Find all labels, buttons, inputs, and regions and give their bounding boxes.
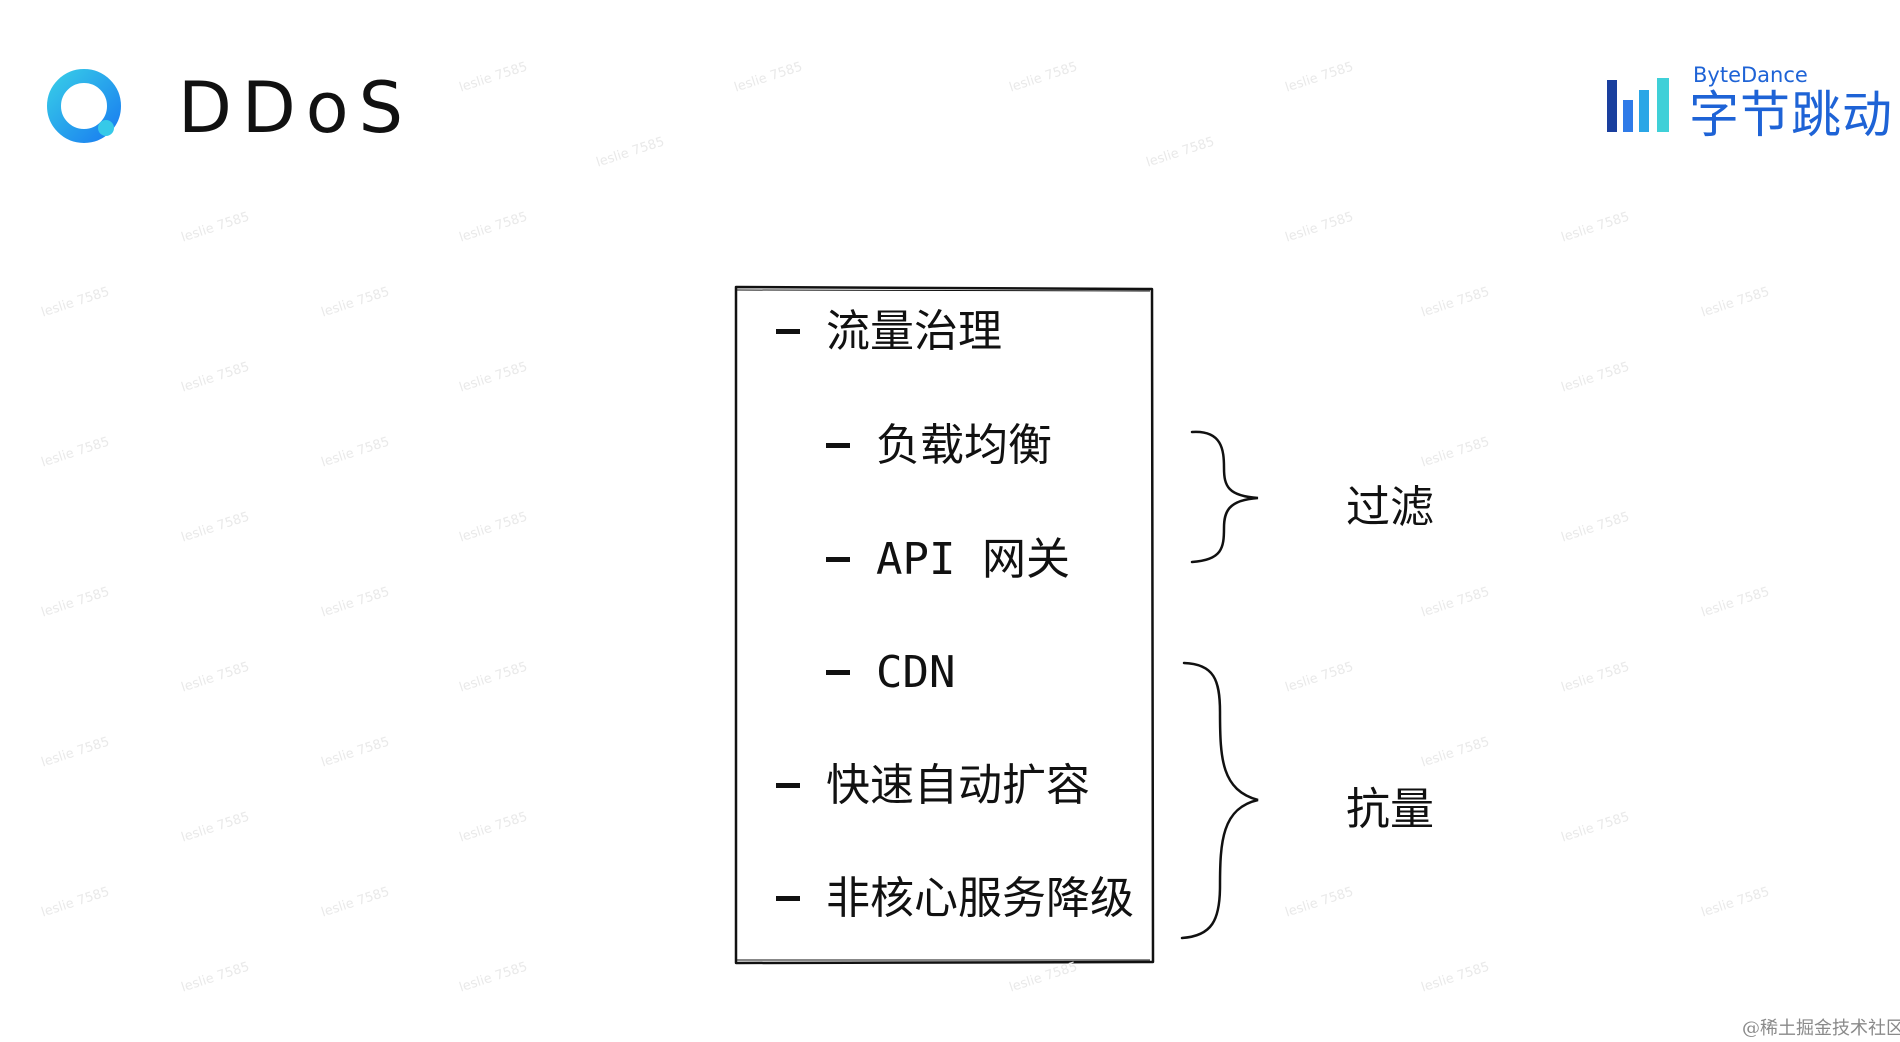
list-item-cdn: CDN <box>826 645 955 701</box>
list-item-degradation: 非核心服务降级 <box>776 871 1134 927</box>
dash-bullet <box>776 328 800 334</box>
brace-capacity <box>1180 661 1259 940</box>
page-title: DDoS <box>178 67 414 149</box>
footer-credit: @稀土掘金技术社区 <box>1742 1018 1900 1039</box>
brand-name-cn: 字节跳动 <box>1689 86 1893 144</box>
dash-bullet <box>826 442 850 448</box>
brand-logo: ByteDance 字节跳动 <box>1605 62 1892 144</box>
dash-bullet <box>776 782 800 788</box>
list-item-api-gateway: API 网关 <box>826 532 1070 588</box>
list-item-label: 快速自动扩容 <box>826 760 1090 811</box>
group-label-filter: 过滤 <box>1346 482 1434 533</box>
list-item-label: CDN <box>876 647 956 698</box>
list-item-label: 流量治理 <box>826 306 1002 357</box>
list-item-label: 非核心服务降级 <box>826 873 1134 924</box>
list-item-label: 负载均衡 <box>876 420 1052 471</box>
group-label-capacity: 抗量 <box>1346 784 1434 835</box>
list-item-traffic-governance: 流量治理 <box>776 304 1002 360</box>
list-item-auto-scaling: 快速自动扩容 <box>776 758 1090 814</box>
list-item-label: API 网关 <box>876 534 1070 585</box>
dash-bullet <box>776 895 800 901</box>
bar-chart-logo-icon <box>1607 78 1669 132</box>
list-item-load-balancing: 负载均衡 <box>826 418 1052 474</box>
dash-bullet <box>826 556 850 562</box>
dash-bullet <box>826 669 850 675</box>
brace-filter <box>1190 430 1259 564</box>
brand-name-en: ByteDance <box>1693 63 1808 87</box>
app-logo-icon <box>47 69 121 143</box>
list-box-outline <box>734 285 1155 965</box>
